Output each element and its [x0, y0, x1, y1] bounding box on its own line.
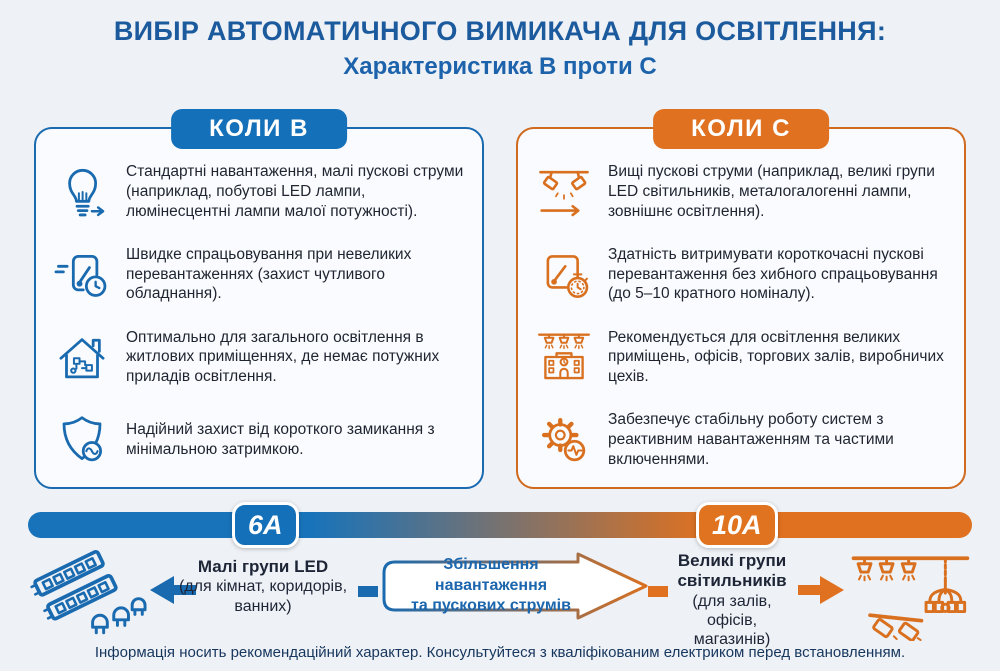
list-item: Вищі пускові струми (наприклад, великі г… — [532, 161, 948, 223]
blue-connector — [358, 586, 378, 597]
small-led-groups-label: Малі групи LED (для кімнат, коридорів, в… — [168, 557, 358, 616]
orange-right-arrow-icon — [798, 576, 844, 604]
led-bulb-arrow-icon — [50, 161, 114, 223]
label-bold: Великі групи світильників — [677, 551, 787, 591]
list-item: Рекомендується для освітлення великих пр… — [532, 326, 948, 388]
item-text: Швидке спрацьовування при невеликих пере… — [126, 246, 412, 303]
rating-10a-badge: 10A — [696, 502, 778, 548]
item-text: Стандартні навантаження, малі пускові ст… — [126, 163, 464, 220]
large-lighting-groups-label: Великі групи світильників (для залів, оф… — [670, 551, 794, 649]
rating-6a-badge: 6A — [232, 502, 299, 548]
load-increase-line2: та пускових струмів — [411, 597, 571, 615]
header-when-b: КОЛИ B — [171, 109, 347, 149]
label-detail: (для залів, офісів, магазинів) — [692, 592, 772, 649]
load-increase-line1: Збільшення навантаження — [434, 555, 548, 594]
load-increase-arrow: Збільшення навантаження та пускових стру… — [378, 551, 652, 621]
label-bold: Малі групи LED — [197, 557, 329, 576]
item-text: Рекомендується для освітлення великих пр… — [608, 328, 944, 386]
page-title: ВИБІР АВТОМАТИЧНОГО ВИМИКАЧА ДЛЯ ОСВІТЛЕ… — [113, 16, 887, 46]
card-when-b: КОЛИ B Стандартні навантаження, малі пус… — [34, 109, 484, 489]
chandelier-lights-icon — [848, 549, 972, 642]
load-flow-row: Малі групи LED (для кімнат, коридорів, в… — [28, 549, 972, 648]
comparison-columns: КОЛИ B Стандартні навантаження, малі пус… — [34, 109, 966, 489]
header-when-c: КОЛИ C — [653, 109, 829, 149]
list-item: Оптимально для загального освітлення в ж… — [50, 326, 466, 388]
blue-to-orange-gradient-bar — [28, 512, 972, 538]
switch-clock-icon — [50, 244, 114, 306]
orange-connector — [648, 586, 668, 597]
building-lights-icon — [532, 326, 596, 388]
item-text: Надійний захист від короткого замикання … — [126, 421, 435, 458]
item-text: Оптимально для загального освітлення в ж… — [126, 328, 440, 386]
page-subtitle: Характеристика B проти C — [343, 53, 657, 80]
gear-pulse-icon — [532, 409, 596, 471]
item-text: Забезпечує стабільну роботу систем з реа… — [608, 411, 894, 468]
item-text: Вищі пускові струми (наприклад, великі г… — [608, 163, 935, 220]
house-circuit-icon — [50, 326, 114, 388]
item-text: Здатність витримувати короткочасні пуско… — [608, 246, 938, 303]
current-rating-scale: 6A 10A — [28, 502, 972, 548]
list-item: Надійний захист від короткого замикання … — [50, 409, 466, 471]
shield-wave-icon — [50, 409, 114, 471]
spotlights-arrow-icon — [532, 161, 596, 223]
card-when-c: КОЛИ C Вищі пускові струми (наприклад, в… — [516, 109, 966, 489]
label-detail: (для кімнат, коридорів, ванних) — [178, 578, 348, 615]
led-strips-icon — [28, 549, 148, 641]
list-item: Забезпечує стабільну роботу систем з реа… — [532, 409, 948, 471]
blue-left-arrow-icon — [150, 576, 196, 604]
list-item: Швидке спрацьовування при невеликих пере… — [50, 244, 466, 306]
switch-stopwatch-icon — [532, 244, 596, 306]
list-item: Стандартні навантаження, малі пускові ст… — [50, 161, 466, 223]
disclaimer-text: Інформація носить рекомендаційний характ… — [94, 644, 906, 661]
load-increase-text: Збільшення навантаження та пускових стру… — [386, 551, 596, 621]
list-item: Здатність витримувати короткочасні пуско… — [532, 244, 948, 306]
